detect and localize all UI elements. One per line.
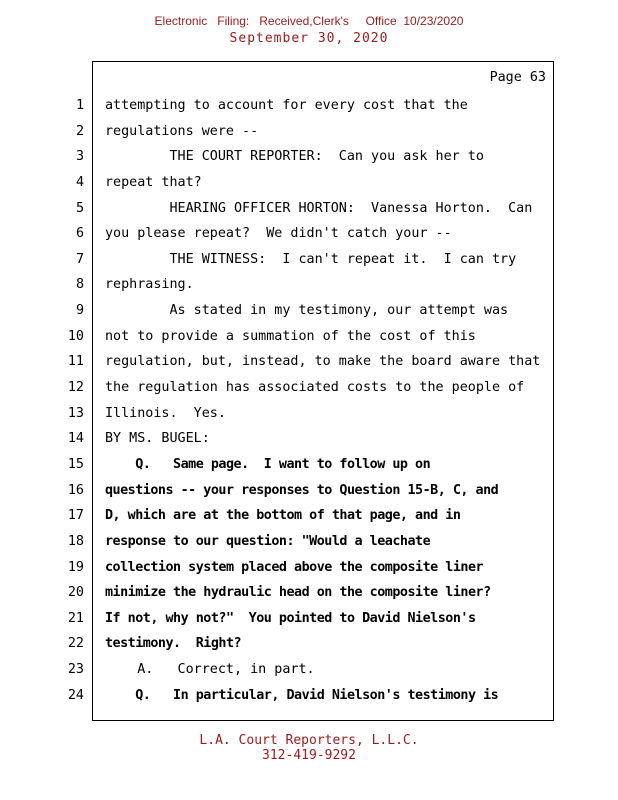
line-text: not to provide a summation of the cost o…: [105, 328, 476, 344]
transcript-line: 13 Illinois. Yes.: [0, 401, 618, 427]
transcript-page-border: [92, 61, 554, 721]
transcript-line: 19 collection system placed above the com…: [0, 555, 618, 581]
line-text: the regulation has associated costs to t…: [105, 380, 525, 396]
line-text: questions -- your responses to Question …: [105, 482, 499, 498]
reporter-phone: 312-419-9292: [262, 748, 356, 763]
transcript-line: 11 regulation, but, instead, to make the …: [0, 349, 618, 375]
line-number: 2: [75, 123, 84, 139]
line-text: collection system placed above the compo…: [105, 559, 484, 575]
line-text: you please repeat? We didn't catch your …: [105, 226, 452, 242]
line-number: 18: [67, 533, 84, 549]
line-text: minimize the hydraulic head on the compo…: [105, 585, 491, 601]
line-number: 21: [67, 610, 84, 626]
line-number: 10: [67, 328, 84, 344]
line-text: As stated in my testimony, our attempt w…: [105, 303, 509, 319]
line-number: 23: [67, 662, 84, 678]
line-number: 11: [67, 354, 84, 370]
line-number: 3: [75, 149, 84, 165]
line-text: D, which are at the bottom of that page,…: [105, 508, 461, 524]
line-number: 16: [67, 482, 84, 498]
line-number: 1: [75, 98, 84, 113]
transcript-line: 15 Q. Same page. I want to follow up on: [0, 452, 618, 478]
transcript-line: 14 BY MS. BUGEL:: [0, 426, 618, 452]
transcript-line: 5 HEARING OFFICER HORTON: Vanessa Horton…: [0, 196, 618, 222]
transcript-line: 6 you please repeat? We didn't catch your…: [0, 221, 618, 247]
transcript-line: 1 attempting to account for every cost th…: [0, 93, 618, 119]
transcript-line: 16 questions -- your responses to Questio…: [0, 478, 618, 504]
line-number: 24: [67, 687, 84, 703]
efiling-stamp: Electronic Filing: Received,Clerk's Offi…: [154, 14, 464, 28]
transcript-line: 7 THE WITNESS: I can't repeat it. I can …: [0, 247, 618, 273]
line-number: 8: [75, 277, 84, 293]
reporter-footer: L.A. Court Reporters, L.L.C. 312-419-929…: [0, 733, 618, 763]
page-number-label: Page 63: [489, 70, 546, 85]
line-number: 15: [67, 456, 84, 472]
line-text: attempting to account for every cost tha…: [105, 98, 468, 113]
line-text: Q. In particular, David Nielson's testim…: [105, 687, 499, 703]
transcript-line: 12 the regulation has associated costs to…: [0, 375, 618, 401]
line-text: HEARING OFFICER HORTON: Vanessa Horton. …: [105, 200, 533, 216]
transcript-line: 9 As stated in my testimony, our attempt…: [0, 298, 618, 324]
transcript-line: 4 repeat that?: [0, 170, 618, 196]
transcript-line: 18 response to our question: "Would a lea…: [0, 529, 618, 555]
line-text: rephrasing.: [105, 277, 194, 293]
line-number: 22: [67, 636, 84, 652]
transcript-line: 20 minimize the hydraulic head on the com…: [0, 580, 618, 606]
line-text: If not, why not?" You pointed to David N…: [105, 610, 476, 626]
line-text: regulation, but, instead, to make the bo…: [105, 354, 541, 370]
line-number: 6: [75, 226, 84, 242]
line-text: Illinois. Yes.: [105, 405, 226, 421]
line-number: 14: [67, 431, 84, 447]
line-text: Q. Same page. I want to follow up on: [105, 456, 431, 472]
line-text: A. Correct, in part.: [105, 662, 315, 678]
line-text: THE WITNESS: I can't repeat it. I can tr…: [105, 251, 517, 267]
line-number: 5: [75, 200, 84, 216]
transcript-lines: 1 attempting to account for every cost th…: [0, 93, 618, 708]
line-text: BY MS. BUGEL:: [105, 431, 210, 447]
line-number: 7: [75, 251, 84, 267]
line-text: repeat that?: [105, 174, 202, 190]
line-number: 19: [67, 559, 84, 575]
line-number: 9: [75, 303, 84, 319]
transcript-line: 24 Q. In particular, David Nielson's tes…: [0, 683, 618, 709]
line-number: 17: [67, 508, 84, 524]
line-text: testimony. Right?: [105, 636, 242, 652]
reporter-company: L.A. Court Reporters, L.L.C.: [199, 733, 419, 748]
line-number: 12: [67, 380, 84, 396]
transcript-line: 3 THE COURT REPORTER: Can you ask her to: [0, 144, 618, 170]
transcript-line: 22 testimony. Right?: [0, 631, 618, 657]
transcript-line: 8 rephrasing.: [0, 272, 618, 298]
transcript-line: 10 not to provide a summation of the cost…: [0, 324, 618, 350]
transcript-line: 2 regulations were --: [0, 119, 618, 145]
hearing-date: September 30, 2020: [229, 31, 389, 46]
line-number: 20: [67, 585, 84, 601]
line-text: THE COURT REPORTER: Can you ask her to: [105, 149, 484, 165]
line-text: response to our question: "Would a leach…: [105, 533, 431, 549]
line-number: 4: [75, 174, 84, 190]
transcript-line: 23 A. Correct, in part.: [0, 657, 618, 683]
transcript-line: 17 D, which are at the bottom of that pag…: [0, 503, 618, 529]
transcript-line: 21 If not, why not?" You pointed to David…: [0, 606, 618, 632]
line-number: 13: [67, 405, 84, 421]
line-text: regulations were --: [105, 123, 259, 139]
